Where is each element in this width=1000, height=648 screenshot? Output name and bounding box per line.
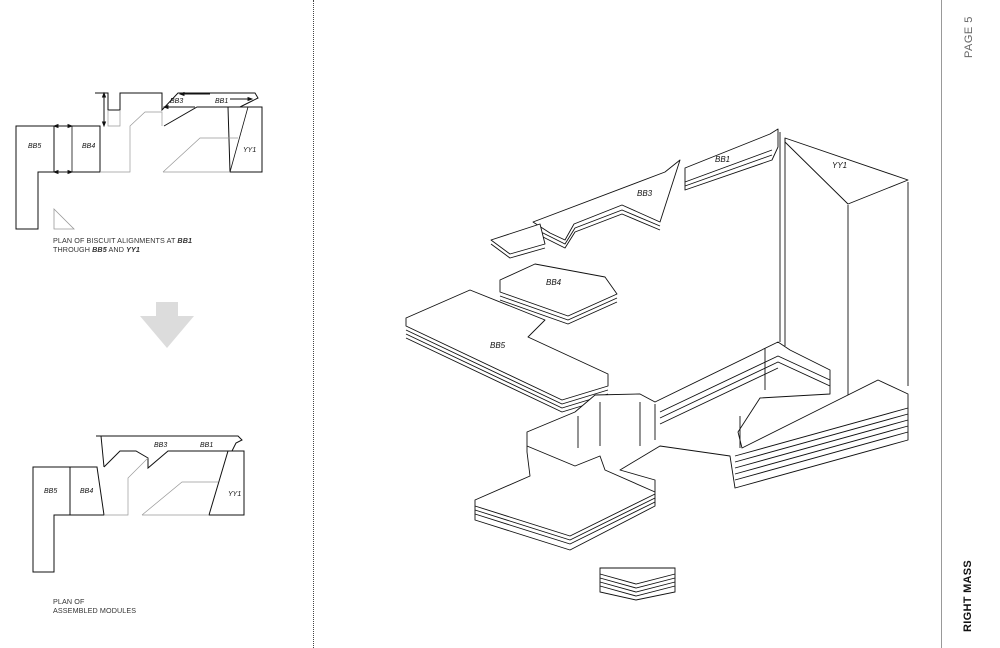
down-chevron-arrow-icon: [140, 302, 194, 348]
plan2-label-bb5: BB5: [44, 488, 57, 495]
plan1-caption-bb1: BB1: [177, 236, 193, 245]
plan2-caption: PLAN OF ASSEMBLED MODULES: [53, 597, 136, 615]
axon-label-bb4: BB4: [546, 278, 562, 287]
left-panel-divider: [313, 0, 314, 648]
sheet-title: RIGHT MASS: [962, 559, 974, 632]
plan-assembled-modules: BB5 BB4 BB3 BB1 YY1: [32, 435, 245, 573]
page-number: PAGE 5: [963, 16, 975, 58]
axon-label-bb1: BB1: [715, 155, 730, 164]
plan1-label-yy1: YY1: [243, 147, 256, 154]
plan1-label-bb5: BB5: [28, 143, 41, 150]
plan1-caption: PLAN OF BISCUIT ALIGNMENTS AT BB1 THROUG…: [53, 236, 192, 254]
plan1-label-bb3: BB3: [170, 98, 183, 105]
plan1-caption-through: THROUGH: [53, 245, 93, 254]
plan-biscuit-alignments: BB5 BB4 BB3 BB1 YY1: [15, 91, 263, 230]
plan2-label-bb4: BB4: [80, 488, 93, 495]
title-strip-divider: [941, 0, 942, 648]
plan1-label-bb4: BB4: [82, 143, 95, 150]
plan1-caption-yy1: YY1: [126, 245, 140, 254]
plan1-caption-and: AND: [106, 245, 127, 254]
plan1-label-bb1: BB1: [215, 98, 228, 105]
axon-label-bb5: BB5: [490, 341, 506, 350]
axonometric-exploded-view: BB1 BB3 BB4 BB5 YY1: [405, 128, 909, 601]
plan1-caption-text: PLAN OF BISCUIT ALIGNMENTS AT: [53, 236, 178, 245]
plan1-caption-bb5: BB5: [92, 245, 107, 254]
axon-label-yy1: YY1: [832, 161, 847, 170]
plan2-label-bb3: BB3: [154, 442, 167, 449]
plan2-caption-line1: PLAN OF: [53, 597, 85, 606]
plan2-label-bb1: BB1: [200, 442, 213, 449]
plan2-label-yy1: YY1: [228, 491, 241, 498]
axon-label-bb3: BB3: [637, 189, 653, 198]
plan2-caption-line2: ASSEMBLED MODULES: [53, 606, 137, 615]
